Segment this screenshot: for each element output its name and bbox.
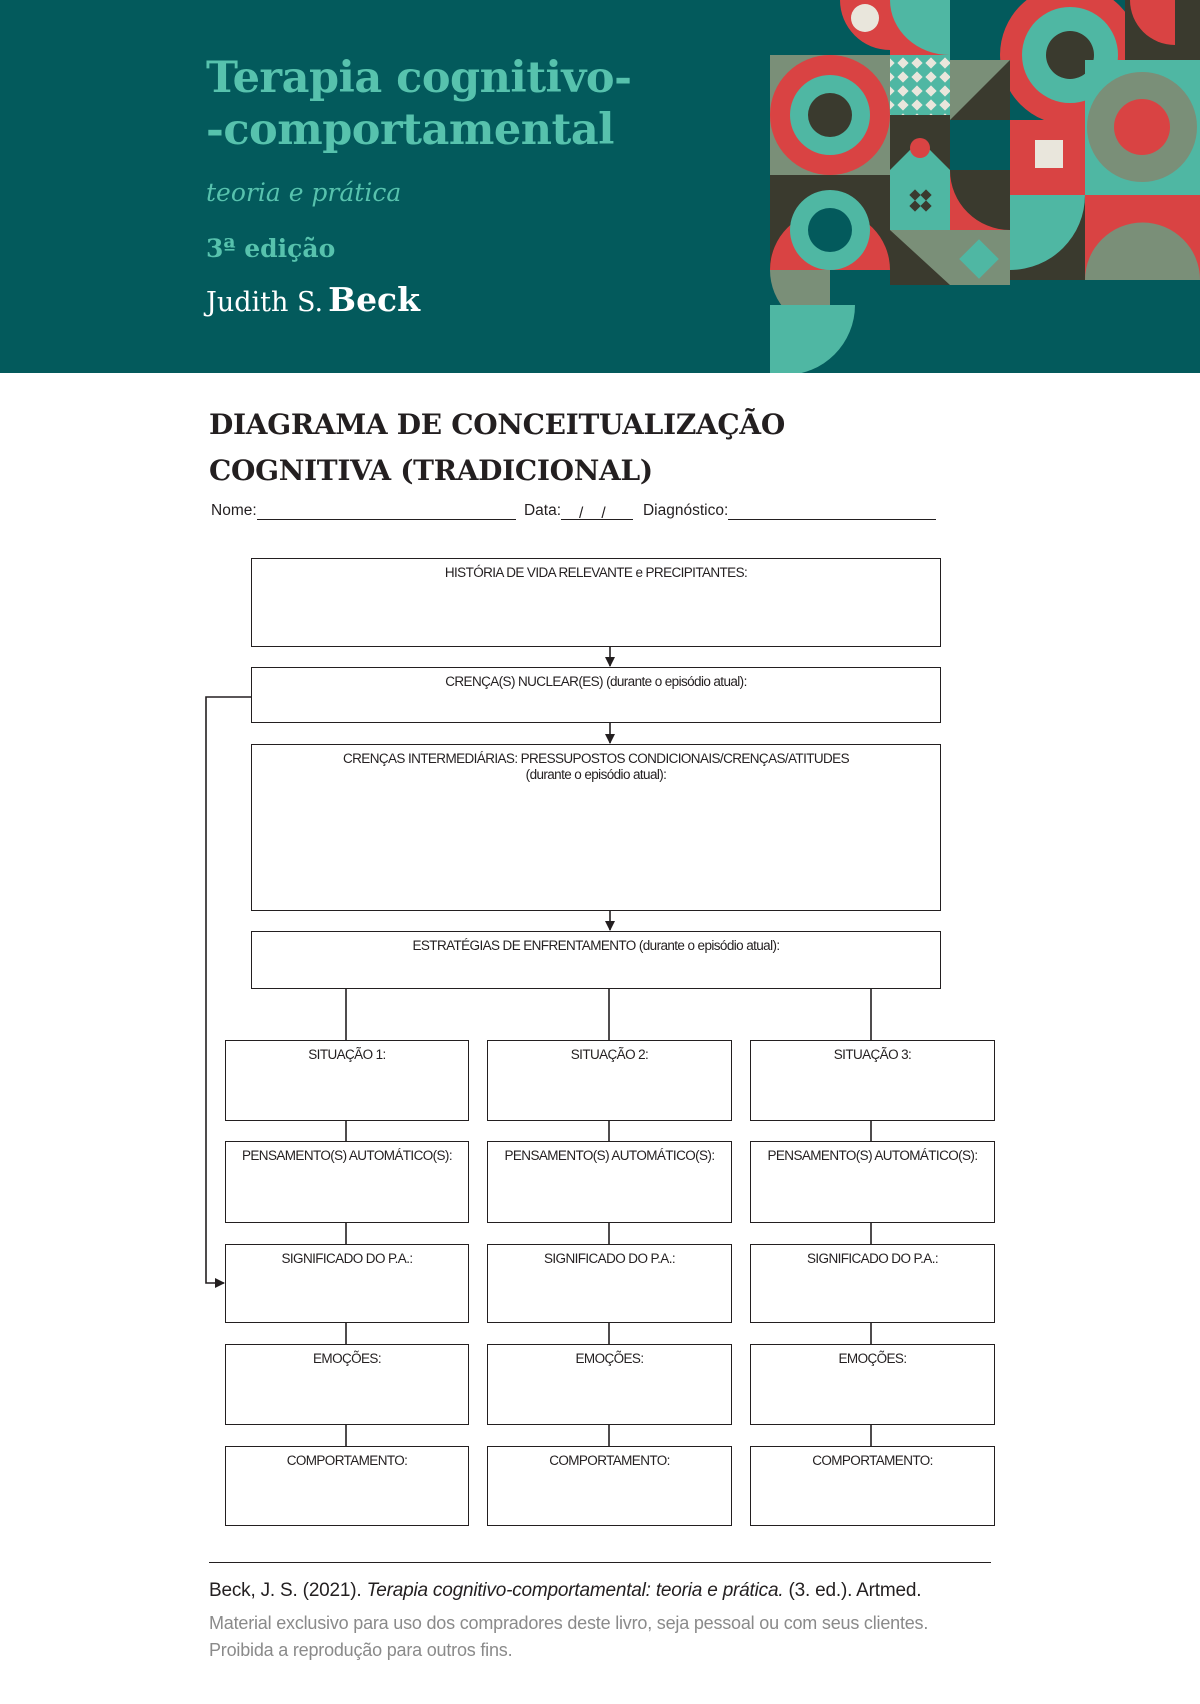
usage-notice: Material exclusivo para uso dos comprado… xyxy=(209,1610,928,1664)
automatic-thoughts-3-label: PENSAMENTO(S) AUTOMÁTICO(S): xyxy=(751,1148,994,1164)
situation-2-box[interactable]: SITUAÇÃO 2: xyxy=(487,1040,732,1121)
situation-1-box[interactable]: SITUAÇÃO 1: xyxy=(225,1040,469,1121)
history-box[interactable]: HISTÓRIA DE VIDA RELEVANTE e PRECIPITANT… xyxy=(251,558,941,647)
automatic-thoughts-2-box[interactable]: PENSAMENTO(S) AUTOMÁTICO(S): xyxy=(487,1141,732,1223)
behavior-3-box[interactable]: COMPORTAMENTO: xyxy=(750,1446,995,1526)
citation-suffix: (3. ed.). Artmed. xyxy=(783,1580,921,1601)
meaning-2-box[interactable]: SIGNIFICADO DO P.A.: xyxy=(487,1244,732,1323)
emotions-3-label: EMOÇÕES: xyxy=(751,1351,994,1367)
core-beliefs-label: CRENÇA(S) NUCLEAR(ES) (durante o episódi… xyxy=(252,674,940,690)
citation: Beck, J. S. (2021). Terapia cognitivo-co… xyxy=(209,1580,921,1602)
meaning-3-label: SIGNIFICADO DO P.A.: xyxy=(751,1251,994,1267)
situation-3-label: SITUAÇÃO 3: xyxy=(751,1047,994,1063)
situation-1-label: SITUAÇÃO 1: xyxy=(226,1047,468,1063)
footer-divider xyxy=(209,1562,991,1563)
automatic-thoughts-1-label: PENSAMENTO(S) AUTOMÁTICO(S): xyxy=(226,1148,468,1164)
intermediate-beliefs-label: CRENÇAS INTERMEDIÁRIAS: PRESSUPOSTOS CON… xyxy=(252,751,940,783)
meaning-3-box[interactable]: SIGNIFICADO DO P.A.: xyxy=(750,1244,995,1323)
core-beliefs-box[interactable]: CRENÇA(S) NUCLEAR(ES) (durante o episódi… xyxy=(251,667,941,723)
emotions-2-box[interactable]: EMOÇÕES: xyxy=(487,1344,732,1425)
situation-2-label: SITUAÇÃO 2: xyxy=(488,1047,731,1063)
behavior-3-label: COMPORTAMENTO: xyxy=(751,1453,994,1469)
usage-notice-line-1: Material exclusivo para uso dos comprado… xyxy=(209,1610,928,1637)
emotions-1-label: EMOÇÕES: xyxy=(226,1351,468,1367)
usage-notice-line-2: Proibida a reprodução para outros fins. xyxy=(209,1637,928,1664)
automatic-thoughts-2-label: PENSAMENTO(S) AUTOMÁTICO(S): xyxy=(488,1148,731,1164)
automatic-thoughts-3-box[interactable]: PENSAMENTO(S) AUTOMÁTICO(S): xyxy=(750,1141,995,1223)
emotions-2-label: EMOÇÕES: xyxy=(488,1351,731,1367)
meaning-1-label: SIGNIFICADO DO P.A.: xyxy=(226,1251,468,1267)
automatic-thoughts-1-box[interactable]: PENSAMENTO(S) AUTOMÁTICO(S): xyxy=(225,1141,469,1223)
behavior-2-box[interactable]: COMPORTAMENTO: xyxy=(487,1446,732,1526)
meaning-1-box[interactable]: SIGNIFICADO DO P.A.: xyxy=(225,1244,469,1323)
meaning-2-label: SIGNIFICADO DO P.A.: xyxy=(488,1251,731,1267)
behavior-2-label: COMPORTAMENTO: xyxy=(488,1453,731,1469)
citation-prefix: Beck, J. S. (2021). xyxy=(209,1580,367,1601)
emotions-1-box[interactable]: EMOÇÕES: xyxy=(225,1344,469,1425)
citation-title: Terapia cognitivo-comportamental: teoria… xyxy=(367,1580,784,1601)
behavior-1-label: COMPORTAMENTO: xyxy=(226,1453,468,1469)
coping-strategies-label: ESTRATÉGIAS DE ENFRENTAMENTO (durante o … xyxy=(252,938,940,954)
emotions-3-box[interactable]: EMOÇÕES: xyxy=(750,1344,995,1425)
situation-3-box[interactable]: SITUAÇÃO 3: xyxy=(750,1040,995,1121)
intermediate-beliefs-label-line-2: (durante o episódio atual): xyxy=(252,767,940,783)
coping-strategies-box[interactable]: ESTRATÉGIAS DE ENFRENTAMENTO (durante o … xyxy=(251,931,941,989)
intermediate-beliefs-label-line-1: CRENÇAS INTERMEDIÁRIAS: PRESSUPOSTOS CON… xyxy=(252,751,940,767)
behavior-1-box[interactable]: COMPORTAMENTO: xyxy=(225,1446,469,1526)
intermediate-beliefs-box[interactable]: CRENÇAS INTERMEDIÁRIAS: PRESSUPOSTOS CON… xyxy=(251,744,941,911)
history-label: HISTÓRIA DE VIDA RELEVANTE e PRECIPITANT… xyxy=(252,565,940,581)
